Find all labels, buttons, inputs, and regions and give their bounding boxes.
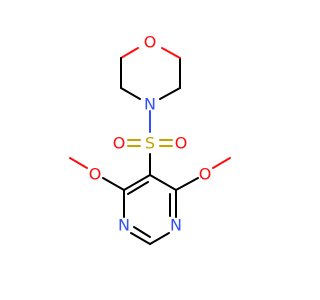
bond-c5-c6 xyxy=(149,174,177,191)
molecule-diagram: O N S O O O O N N xyxy=(69,33,231,245)
bond-c5-c4 xyxy=(123,174,151,191)
sulfonyl-oxygen-left-label: O xyxy=(113,134,126,153)
bond-c6-o-right xyxy=(175,177,199,191)
methoxy-oxygen-left-label: O xyxy=(89,165,102,184)
methoxy-oxygen-right-label: O xyxy=(199,165,212,184)
bond-n3-c2 xyxy=(130,232,151,245)
bond-n-c-lower-right xyxy=(159,87,181,100)
bond-o-ch3-left xyxy=(69,157,88,169)
ring-nitrogen-right-label: N xyxy=(170,216,182,235)
bond-c2-n1 xyxy=(149,232,170,245)
ring-nitrogen-left-label: N xyxy=(118,216,130,235)
bond-o-ch3-right xyxy=(212,157,231,169)
bond-c-n-lower-left xyxy=(120,87,141,100)
sulfonyl-oxygen-right-label: O xyxy=(175,134,188,153)
morpholine-oxygen-label: O xyxy=(144,33,157,52)
morpholine-nitrogen-label: N xyxy=(144,95,156,114)
bond-c4-o-left xyxy=(102,177,125,191)
bond-o-c-upper-left xyxy=(120,47,139,59)
bond-n3-c2-double xyxy=(133,226,151,238)
bond-c5-c4-double xyxy=(127,181,149,195)
bond-c-o-upper-right xyxy=(161,47,181,59)
structure-canvas: O N S O O O O N N xyxy=(69,33,231,245)
sulfur-label: S xyxy=(145,134,155,153)
